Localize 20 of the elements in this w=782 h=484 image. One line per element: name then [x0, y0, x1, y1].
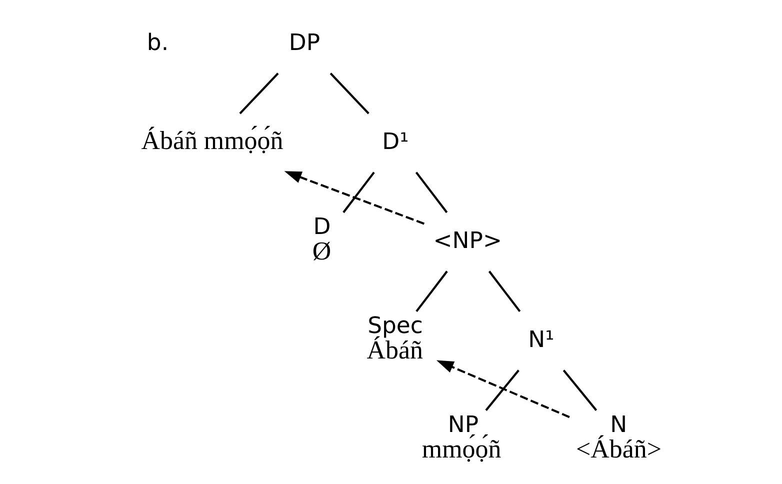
connector: [415, 270, 448, 312]
connector: [342, 172, 374, 214]
label: b.: [146, 30, 168, 56]
connector: [562, 370, 597, 412]
connector: [488, 270, 520, 312]
node-text: D Ø: [312, 214, 331, 266]
connector: [414, 172, 448, 214]
connector: [238, 72, 278, 114]
node-text: <NP>: [432, 228, 502, 254]
connector: [329, 72, 369, 114]
node-text: N¹: [528, 326, 554, 353]
arrow: [436, 360, 570, 418]
connector: [484, 370, 519, 412]
node-text: D¹: [382, 129, 408, 156]
node-text: DP: [288, 30, 320, 56]
node-text: Spec Ábáñ: [366, 313, 422, 364]
node-text: NP mmọ́ọ́ñ: [421, 412, 501, 464]
arrow: [284, 171, 424, 225]
node-text: Ábáñ mmọ́ọ́ñ: [140, 126, 283, 156]
node-text: N <Ábáñ>: [576, 412, 661, 464]
